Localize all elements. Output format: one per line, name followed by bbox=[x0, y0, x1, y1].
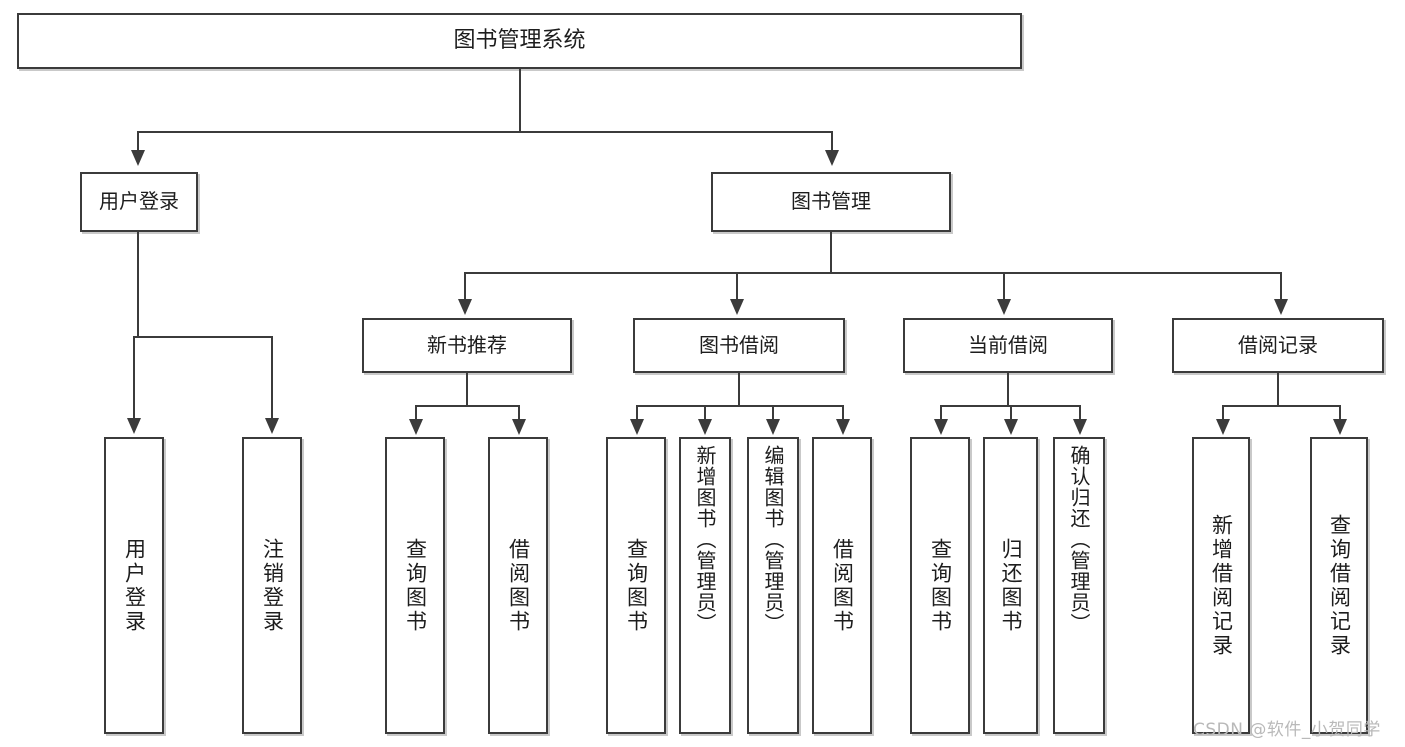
edge-user-login-bar bbox=[133, 336, 273, 338]
leaf-confirm-return-admin[interactable]: 确认归还（管理员） bbox=[1053, 437, 1105, 734]
node-label: 用户登录 bbox=[99, 189, 179, 214]
edge-borrow-record-to-leaf-2 bbox=[1339, 405, 1341, 422]
edge-current-borrow-bar bbox=[940, 405, 1079, 407]
edge-book-mgmt-to-book-borrow bbox=[736, 272, 738, 302]
arrow-current-borrow-to-leaf-2 bbox=[1004, 419, 1018, 435]
node-label: 查询图书 bbox=[624, 537, 649, 634]
leaf-query-book-current[interactable]: 查询图书 bbox=[910, 437, 970, 734]
leaf-query-book-recommend[interactable]: 查询图书 bbox=[385, 437, 445, 734]
node-label: 借阅记录 bbox=[1238, 332, 1318, 357]
arrow-book-mgmt-to-borrow-record bbox=[1274, 299, 1288, 315]
edge-book-borrow-to-leaf-1 bbox=[636, 405, 638, 422]
arrow-user-login-to-leaf-2 bbox=[265, 418, 279, 434]
node-label: 注销登录 bbox=[260, 537, 285, 634]
arrow-book-borrow-to-leaf-4 bbox=[836, 419, 850, 435]
leaf-edit-book-admin[interactable]: 编辑图书（管理员） bbox=[747, 437, 799, 734]
node-label: 查询图书 bbox=[928, 537, 953, 634]
leaf-add-borrow-record[interactable]: 新增借阅记录 bbox=[1192, 437, 1250, 734]
edge-book-borrow-stem bbox=[738, 373, 740, 405]
watermark-text: CSDN @软件_小贺同学 bbox=[1193, 720, 1381, 740]
leaf-return-book[interactable]: 归还图书 bbox=[983, 437, 1038, 734]
edge-new-book-stem bbox=[466, 373, 468, 405]
node-label: 查询借阅记录 bbox=[1327, 513, 1352, 658]
node-label: 图书管理 bbox=[791, 189, 871, 214]
node-root-system[interactable]: 图书管理系统 bbox=[17, 13, 1022, 69]
edge-book-mgmt-stem bbox=[830, 232, 832, 272]
arrow-current-borrow-to-leaf-3 bbox=[1073, 419, 1087, 435]
edge-current-borrow-to-leaf-1 bbox=[940, 405, 942, 422]
leaf-borrow-book[interactable]: 借阅图书 bbox=[812, 437, 872, 734]
node-label: 图书借阅 bbox=[699, 332, 779, 357]
node-borrow-record[interactable]: 借阅记录 bbox=[1172, 318, 1384, 373]
node-label: 查询图书 bbox=[403, 537, 428, 634]
edge-borrow-record-bar bbox=[1222, 405, 1339, 407]
edge-root-to-user-login bbox=[137, 131, 139, 154]
leaf-logout[interactable]: 注销登录 bbox=[242, 437, 302, 734]
node-user-login[interactable]: 用户登录 bbox=[80, 172, 198, 232]
leaf-borrow-book-recommend[interactable]: 借阅图书 bbox=[488, 437, 548, 734]
arrow-book-mgmt-to-new-book bbox=[458, 299, 472, 315]
edge-borrow-record-to-leaf-1 bbox=[1222, 405, 1224, 422]
node-label: 新书推荐 bbox=[427, 332, 507, 357]
edge-current-borrow-stem bbox=[1007, 373, 1009, 405]
node-label: 新增借阅记录 bbox=[1209, 513, 1234, 658]
node-current-borrow[interactable]: 当前借阅 bbox=[903, 318, 1113, 373]
edge-book-mgmt-to-new-book bbox=[464, 272, 466, 302]
edge-current-borrow-to-leaf-3 bbox=[1079, 405, 1081, 422]
node-new-book-recommend[interactable]: 新书推荐 bbox=[362, 318, 572, 373]
leaf-query-book-borrow[interactable]: 查询图书 bbox=[606, 437, 666, 734]
edge-book-mgmt-to-current-borrow bbox=[1003, 272, 1005, 302]
arrow-book-borrow-to-leaf-1 bbox=[630, 419, 644, 435]
node-label: 归还图书 bbox=[999, 537, 1023, 634]
node-label: 当前借阅 bbox=[968, 332, 1048, 357]
arrow-borrow-record-to-leaf-2 bbox=[1333, 419, 1347, 435]
node-label: 编辑图书（管理员） bbox=[761, 445, 785, 634]
node-book-management[interactable]: 图书管理 bbox=[711, 172, 951, 232]
edge-book-borrow-to-leaf-2 bbox=[704, 405, 706, 422]
arrow-book-borrow-to-leaf-2 bbox=[698, 419, 712, 435]
edge-book-mgmt-bar bbox=[464, 272, 1282, 274]
node-label: 借阅图书 bbox=[506, 537, 531, 634]
node-label: 借阅图书 bbox=[830, 537, 855, 634]
arrow-book-mgmt-to-book-borrow bbox=[730, 299, 744, 315]
node-label: 新增图书（管理员） bbox=[693, 445, 717, 634]
edge-root-stem bbox=[519, 69, 521, 131]
edge-new-book-to-leaf-2 bbox=[518, 405, 520, 422]
edge-root-to-book-mgmt bbox=[831, 131, 833, 154]
edge-book-borrow-bar bbox=[636, 405, 842, 407]
arrow-user-login-to-leaf-1 bbox=[127, 418, 141, 434]
leaf-user-login[interactable]: 用户登录 bbox=[104, 437, 164, 734]
edge-root-bar bbox=[137, 131, 833, 133]
edge-new-book-to-leaf-1 bbox=[415, 405, 417, 422]
edge-borrow-record-stem bbox=[1277, 373, 1279, 405]
edge-current-borrow-to-leaf-2 bbox=[1010, 405, 1012, 422]
node-label: 确认归还（管理员） bbox=[1067, 445, 1091, 634]
arrow-root-to-user-login bbox=[131, 150, 145, 166]
arrow-borrow-record-to-leaf-1 bbox=[1216, 419, 1230, 435]
edge-book-borrow-to-leaf-4 bbox=[842, 405, 844, 422]
arrow-book-borrow-to-leaf-3 bbox=[766, 419, 780, 435]
edge-book-mgmt-to-borrow-record bbox=[1280, 272, 1282, 302]
arrow-root-to-book-mgmt bbox=[825, 150, 839, 166]
node-book-borrow[interactable]: 图书借阅 bbox=[633, 318, 845, 373]
edge-book-borrow-to-leaf-3 bbox=[772, 405, 774, 422]
edge-user-login-to-leaf-1 bbox=[133, 336, 135, 421]
node-label: 图书管理系统 bbox=[453, 28, 586, 54]
arrow-current-borrow-to-leaf-1 bbox=[934, 419, 948, 435]
arrow-new-book-to-leaf-2 bbox=[512, 419, 526, 435]
edge-new-book-bar bbox=[415, 405, 520, 407]
edge-user-login-stem bbox=[137, 232, 139, 336]
node-label: 用户登录 bbox=[122, 537, 147, 634]
arrow-book-mgmt-to-current-borrow bbox=[997, 299, 1011, 315]
leaf-add-book-admin[interactable]: 新增图书（管理员） bbox=[679, 437, 731, 734]
edge-user-login-to-leaf-2 bbox=[271, 336, 273, 421]
leaf-query-borrow-record[interactable]: 查询借阅记录 bbox=[1310, 437, 1368, 734]
arrow-new-book-to-leaf-1 bbox=[409, 419, 423, 435]
